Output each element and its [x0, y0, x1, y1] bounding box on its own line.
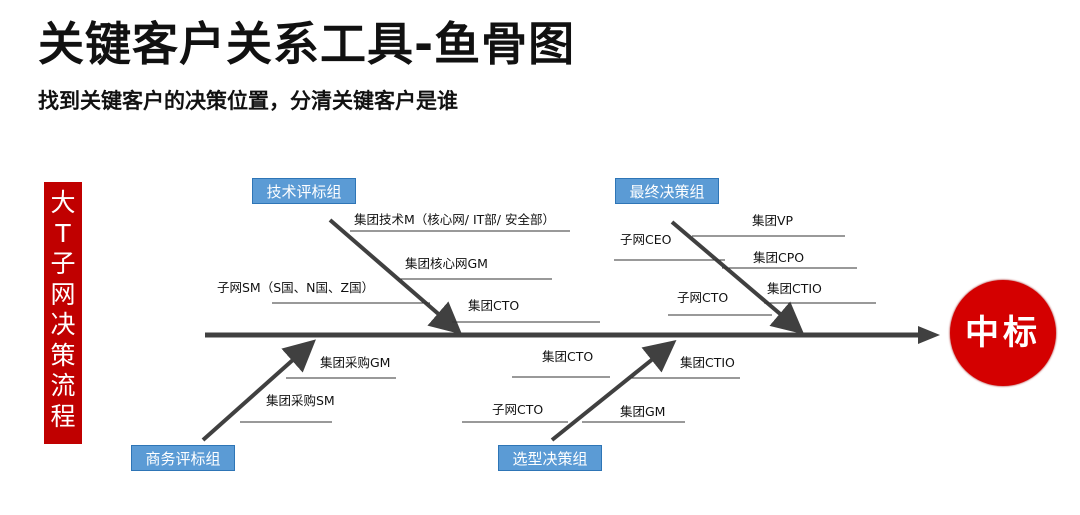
bone-final — [670, 220, 805, 335]
side-label-box: 大T子网决策流程 — [44, 182, 82, 444]
label-selection-2: 集团CTIO — [680, 355, 735, 370]
label-selection-3: 子网CTO — [492, 402, 544, 417]
label-final-5: 集团CTIO — [767, 281, 822, 296]
group-tag-final: 最终决策组 — [615, 178, 719, 204]
label-tech-4: 集团CTO — [468, 298, 520, 313]
page-subtitle: 找到关键客户的决策位置，分清关键客户是谁 — [38, 89, 458, 113]
bone-tech — [328, 218, 463, 335]
label-business-2: 集团采购SM — [266, 393, 335, 408]
label-tech-1: 集团技术M（核心网/ IT部/ 安全部） — [354, 212, 555, 227]
label-selection-1: 集团CTO — [542, 349, 594, 364]
label-final-2: 子网CEO — [620, 232, 672, 247]
label-final-4: 子网CTO — [677, 290, 729, 305]
bone-business — [201, 339, 316, 442]
label-tech-2: 集团核心网GM — [405, 256, 488, 271]
spine-arrowhead — [918, 326, 940, 344]
label-tech-3: 子网SM（S国、N国、Z国） — [217, 280, 375, 295]
label-business-1: 集团采购GM — [320, 355, 391, 370]
group-tag-tech: 技术评标组 — [252, 178, 356, 204]
label-selection-4: 集团GM — [620, 404, 666, 419]
page-title: 关键客户关系工具-鱼骨图 — [38, 17, 576, 71]
group-tag-business: 商务评标组 — [131, 445, 235, 471]
bone-selection — [550, 339, 677, 442]
label-final-1: 集团VP — [752, 213, 794, 228]
label-final-3: 集团CPO — [753, 250, 805, 265]
group-tag-selection: 选型决策组 — [498, 445, 602, 471]
detail-lines — [240, 230, 876, 423]
fish-head-outcome: 中标 — [950, 280, 1056, 386]
